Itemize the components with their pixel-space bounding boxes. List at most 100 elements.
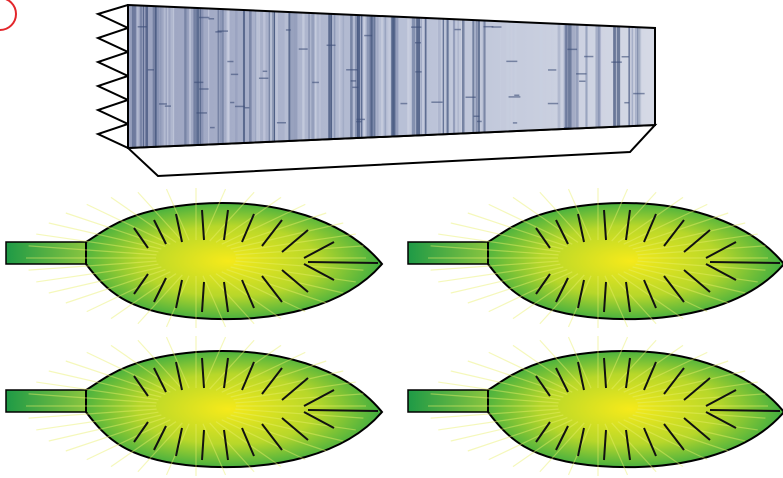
bark-notch bbox=[411, 26, 421, 28]
bark-streak bbox=[455, 0, 456, 150]
bark-streak bbox=[389, 0, 390, 150]
bark-notch bbox=[584, 56, 593, 58]
bark-notch bbox=[454, 29, 460, 31]
bark-notch bbox=[165, 105, 171, 107]
bark-zigzag-edge bbox=[98, 5, 128, 148]
bark-notch bbox=[611, 61, 622, 63]
bark-notch bbox=[277, 122, 286, 124]
bark-streak bbox=[334, 0, 336, 150]
bark-notch bbox=[244, 107, 249, 109]
bark-streak bbox=[412, 0, 414, 150]
red-circle-marker-icon bbox=[0, 0, 16, 30]
bark-streak bbox=[140, 0, 142, 150]
bark-streak bbox=[173, 0, 174, 150]
bark-streak bbox=[462, 0, 463, 150]
bark-streak bbox=[269, 0, 271, 150]
bark-notch bbox=[215, 31, 221, 33]
leaf-1 bbox=[6, 188, 382, 328]
bark-notch bbox=[567, 49, 577, 51]
bark-streak bbox=[275, 0, 278, 150]
bark-streak bbox=[443, 0, 444, 150]
bark-streak bbox=[193, 0, 195, 150]
bark-streak bbox=[186, 0, 188, 150]
bark-notch bbox=[227, 61, 233, 63]
bark-streak bbox=[145, 0, 148, 150]
bark-streak bbox=[270, 0, 274, 150]
bark-notch bbox=[513, 122, 517, 124]
bark-notch bbox=[138, 26, 147, 28]
bark-streak bbox=[373, 0, 374, 150]
bark-streak bbox=[243, 0, 245, 150]
bark-notch bbox=[194, 82, 203, 84]
bark-notch bbox=[199, 88, 208, 90]
bark-streak bbox=[421, 0, 422, 150]
bark-streak bbox=[208, 0, 209, 150]
bark-notch bbox=[492, 26, 502, 28]
leaf-3 bbox=[6, 336, 382, 476]
bark-streak bbox=[249, 0, 252, 150]
leaf-4 bbox=[408, 336, 783, 476]
bark-notch bbox=[474, 116, 480, 118]
bark-notch bbox=[208, 18, 214, 20]
bark-notch bbox=[548, 103, 558, 105]
bark-streak bbox=[458, 0, 459, 150]
bark-notch bbox=[351, 80, 356, 82]
bark-notch bbox=[480, 15, 486, 17]
bark-streak bbox=[290, 0, 294, 150]
bark-notch bbox=[431, 101, 442, 103]
bark-notch bbox=[466, 96, 476, 98]
bark-streak bbox=[558, 0, 561, 150]
bark-streak bbox=[330, 0, 331, 150]
bark-streak bbox=[219, 0, 222, 150]
bark-streak bbox=[167, 0, 168, 150]
bark-notch bbox=[346, 69, 358, 71]
bark-streak bbox=[256, 0, 260, 150]
bark-streak bbox=[157, 0, 159, 150]
bark-notch bbox=[327, 45, 336, 47]
bark-streak bbox=[447, 0, 449, 150]
bark-streak bbox=[197, 0, 200, 150]
bark-notch bbox=[259, 78, 268, 80]
bark-streak bbox=[200, 0, 201, 150]
bark-streak bbox=[361, 0, 362, 150]
bark-streak bbox=[153, 0, 156, 150]
bark-streak bbox=[143, 0, 144, 150]
bark-notch bbox=[439, 15, 445, 17]
bark-streak bbox=[263, 0, 265, 150]
bark-notch bbox=[506, 61, 517, 63]
bark-notch bbox=[514, 95, 519, 97]
bark-notch bbox=[357, 119, 365, 121]
bark-streak bbox=[137, 0, 139, 150]
bark-streak bbox=[422, 0, 425, 150]
leaf-stem bbox=[6, 242, 88, 264]
bark-notch bbox=[286, 29, 291, 31]
bark-streak bbox=[311, 0, 314, 150]
bark-streak bbox=[381, 0, 383, 150]
bark-streak bbox=[308, 0, 309, 150]
bark-streak bbox=[571, 0, 575, 150]
bark-streak bbox=[438, 0, 441, 150]
bark-streak bbox=[366, 0, 370, 150]
bark-streak bbox=[425, 0, 427, 150]
bark-strip bbox=[98, 0, 658, 176]
bark-notch bbox=[312, 82, 319, 84]
bark-notch bbox=[352, 87, 358, 89]
bark-streak bbox=[319, 0, 321, 150]
bark-streak bbox=[184, 0, 186, 150]
bark-streak bbox=[315, 0, 317, 150]
bark-streak bbox=[285, 0, 289, 150]
bark-streak bbox=[385, 0, 387, 150]
bark-streak bbox=[500, 0, 501, 150]
bark-notch bbox=[400, 103, 407, 105]
bark-notch bbox=[633, 93, 644, 95]
leaf-midrib-tip bbox=[308, 262, 378, 263]
bark-streak bbox=[132, 0, 136, 150]
bark-notch bbox=[477, 121, 482, 123]
bark-streak bbox=[343, 0, 345, 150]
bark-streak bbox=[339, 0, 341, 150]
bark-notch bbox=[579, 80, 585, 82]
bark-notch bbox=[622, 56, 629, 58]
bark-notch bbox=[231, 74, 238, 76]
bark-streak bbox=[227, 0, 230, 150]
bark-streak bbox=[160, 0, 162, 150]
